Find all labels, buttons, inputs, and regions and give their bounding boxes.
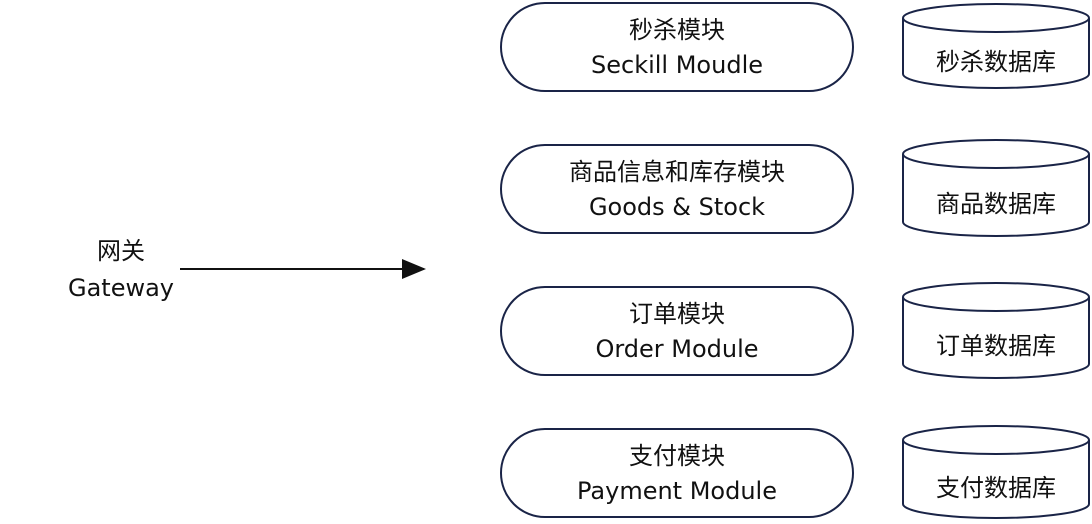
database-label: 商品数据库 <box>936 190 1056 218</box>
module-payment: 支付模块 Payment Module <box>500 428 854 518</box>
module-label-zh: 商品信息和库存模块 <box>569 158 785 186</box>
database-goods: 商品数据库 <box>902 139 1090 237</box>
gateway-label-en: Gateway <box>68 274 174 302</box>
module-seckill: 秒杀模块 Seckill Moudle <box>500 2 854 92</box>
module-label-en: Seckill Moudle <box>591 51 763 79</box>
database-seckill: 秒杀数据库 <box>902 3 1090 89</box>
database-payment: 支付数据库 <box>902 425 1090 519</box>
module-label-en: Goods & Stock <box>589 193 765 221</box>
module-label-zh: 订单模块 <box>629 300 725 328</box>
database-label: 支付数据库 <box>936 474 1056 502</box>
module-label-zh: 秒杀模块 <box>629 16 725 44</box>
gateway-node: 网关 Gateway <box>68 237 174 302</box>
module-label-en: Order Module <box>595 335 758 363</box>
database-label: 秒杀数据库 <box>936 48 1056 76</box>
module-order: 订单模块 Order Module <box>500 286 854 376</box>
database-order: 订单数据库 <box>902 282 1090 379</box>
database-label: 订单数据库 <box>936 332 1056 360</box>
module-goods-stock: 商品信息和库存模块 Goods & Stock <box>500 144 854 234</box>
module-label-zh: 支付模块 <box>629 442 725 470</box>
gateway-label-zh: 网关 <box>97 237 145 265</box>
module-label-en: Payment Module <box>577 477 777 505</box>
